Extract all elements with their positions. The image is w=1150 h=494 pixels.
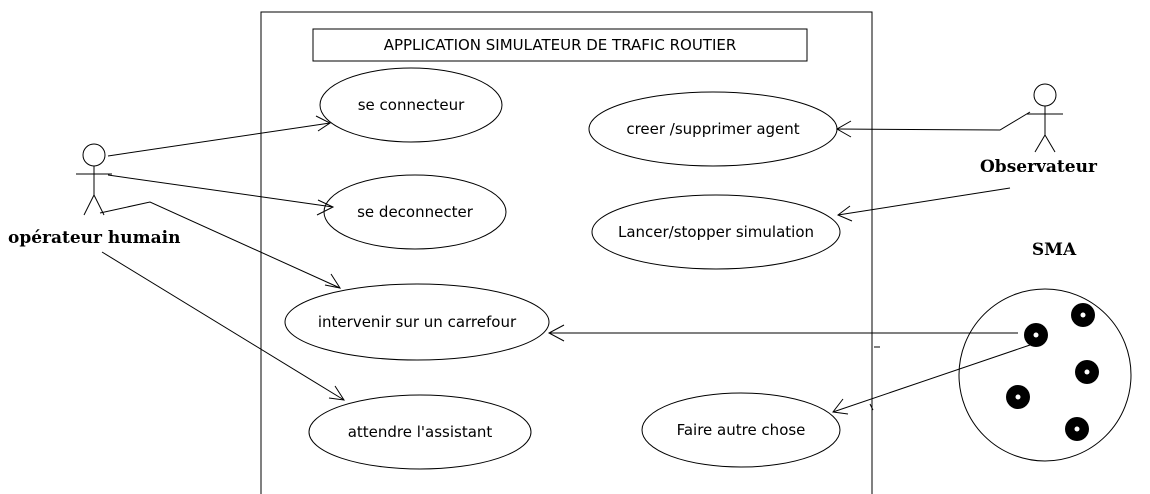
association-sma-intervene [547, 324, 1018, 348]
use-case-wait[interactable]: attendre l'assistant [308, 394, 532, 470]
use-case-connect-label: se connecteur [358, 96, 465, 114]
sma-agent-dot [1024, 323, 1048, 347]
association-observer-launch-sim [837, 187, 1011, 222]
association-sma-other [832, 344, 1031, 415]
use-case-other-label: Faire autre chose [677, 421, 806, 439]
actor-operator-label: opérateur humain [8, 228, 180, 248]
association-operator-wait [101, 251, 346, 401]
use-case-launch-sim-label: Lancer/stopper simulation [618, 223, 814, 241]
sma-agent-dot [1075, 360, 1099, 384]
use-case-create-agent-label: creer /supprimer agent [626, 120, 799, 138]
use-case-intervene-label: intervenir sur un carrefour [318, 313, 517, 331]
actor-observer-label: Observateur [980, 157, 1098, 177]
sma-agent-dot [1071, 303, 1095, 327]
actor-operator[interactable] [76, 143, 112, 216]
use-case-intervene[interactable]: intervenir sur un carrefour [284, 283, 550, 361]
association-operator-intervene [99, 201, 342, 289]
use-case-launch-sim[interactable]: Lancer/stopper simulation [591, 194, 841, 270]
association-observer-create-agent [835, 111, 1031, 138]
sma-agent-dot [1065, 417, 1089, 441]
sma-agent-dots [1006, 303, 1099, 441]
use-case-wait-label: attendre l'assistant [348, 423, 493, 441]
system-title-box [312, 28, 808, 62]
actor-sma[interactable] [958, 288, 1132, 462]
association-operator-connect [107, 115, 331, 157]
use-case-create-agent[interactable]: creer /supprimer agent [588, 91, 838, 167]
use-case-connect[interactable]: se connecteur [319, 67, 503, 143]
actor-observer[interactable] [1027, 83, 1063, 153]
system-boundary [260, 11, 873, 494]
use-case-disconnect[interactable]: se deconnecter [323, 174, 507, 250]
association-operator-disconnect [107, 174, 335, 216]
use-case-disconnect-label: se deconnecter [357, 203, 474, 221]
use-case-other[interactable]: Faire autre chose [641, 392, 841, 468]
sma-agent-dot [1006, 385, 1030, 409]
system-title: APPLICATION SIMULATEUR DE TRAFIC ROUTIER [384, 36, 737, 54]
actor-sma-label: SMA [1032, 240, 1077, 260]
